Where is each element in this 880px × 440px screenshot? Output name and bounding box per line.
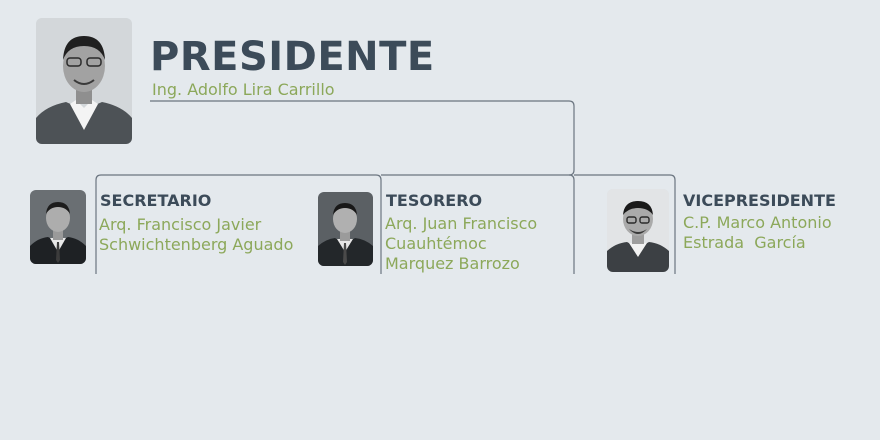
vicepresident-name: C.P. Marco Antonio Estrada García [683, 213, 832, 253]
vicepresident-photo [607, 189, 669, 272]
secretary-photo [30, 190, 86, 264]
treasurer-name-line: Cuauhtémoc [385, 234, 487, 253]
secretary-name-line: Arq. Francisco Javier [99, 215, 262, 234]
treasurer-photo [318, 192, 373, 266]
vicepresident-role: VICEPRESIDENTE [683, 191, 836, 210]
secretary-role: SECRETARIO [100, 191, 212, 210]
president-name: Ing. Adolfo Lira Carrillo [152, 80, 335, 99]
treasurer-name-line: Arq. Juan Francisco [385, 214, 538, 233]
vicepresident-name-line: Estrada García [683, 233, 806, 252]
treasurer-bracket [381, 174, 575, 274]
secretary-name-line: Schwichtenberg Aguado [99, 235, 294, 254]
president-title: PRESIDENTE [150, 34, 435, 80]
treasurer-name-line: Marquez Barrozo [385, 254, 520, 273]
president-photo [36, 18, 132, 144]
vicepresident-name-line: C.P. Marco Antonio [683, 213, 832, 232]
secretary-name: Arq. Francisco Javier Schwichtenberg Agu… [99, 215, 293, 255]
vicepresident-bracket [574, 174, 676, 274]
treasurer-name: Arq. Juan Francisco Cuauhtémoc Marquez B… [385, 214, 537, 274]
treasurer-role: TESORERO [386, 191, 483, 210]
president-connector [150, 100, 575, 176]
secretary-bracket [95, 174, 382, 274]
